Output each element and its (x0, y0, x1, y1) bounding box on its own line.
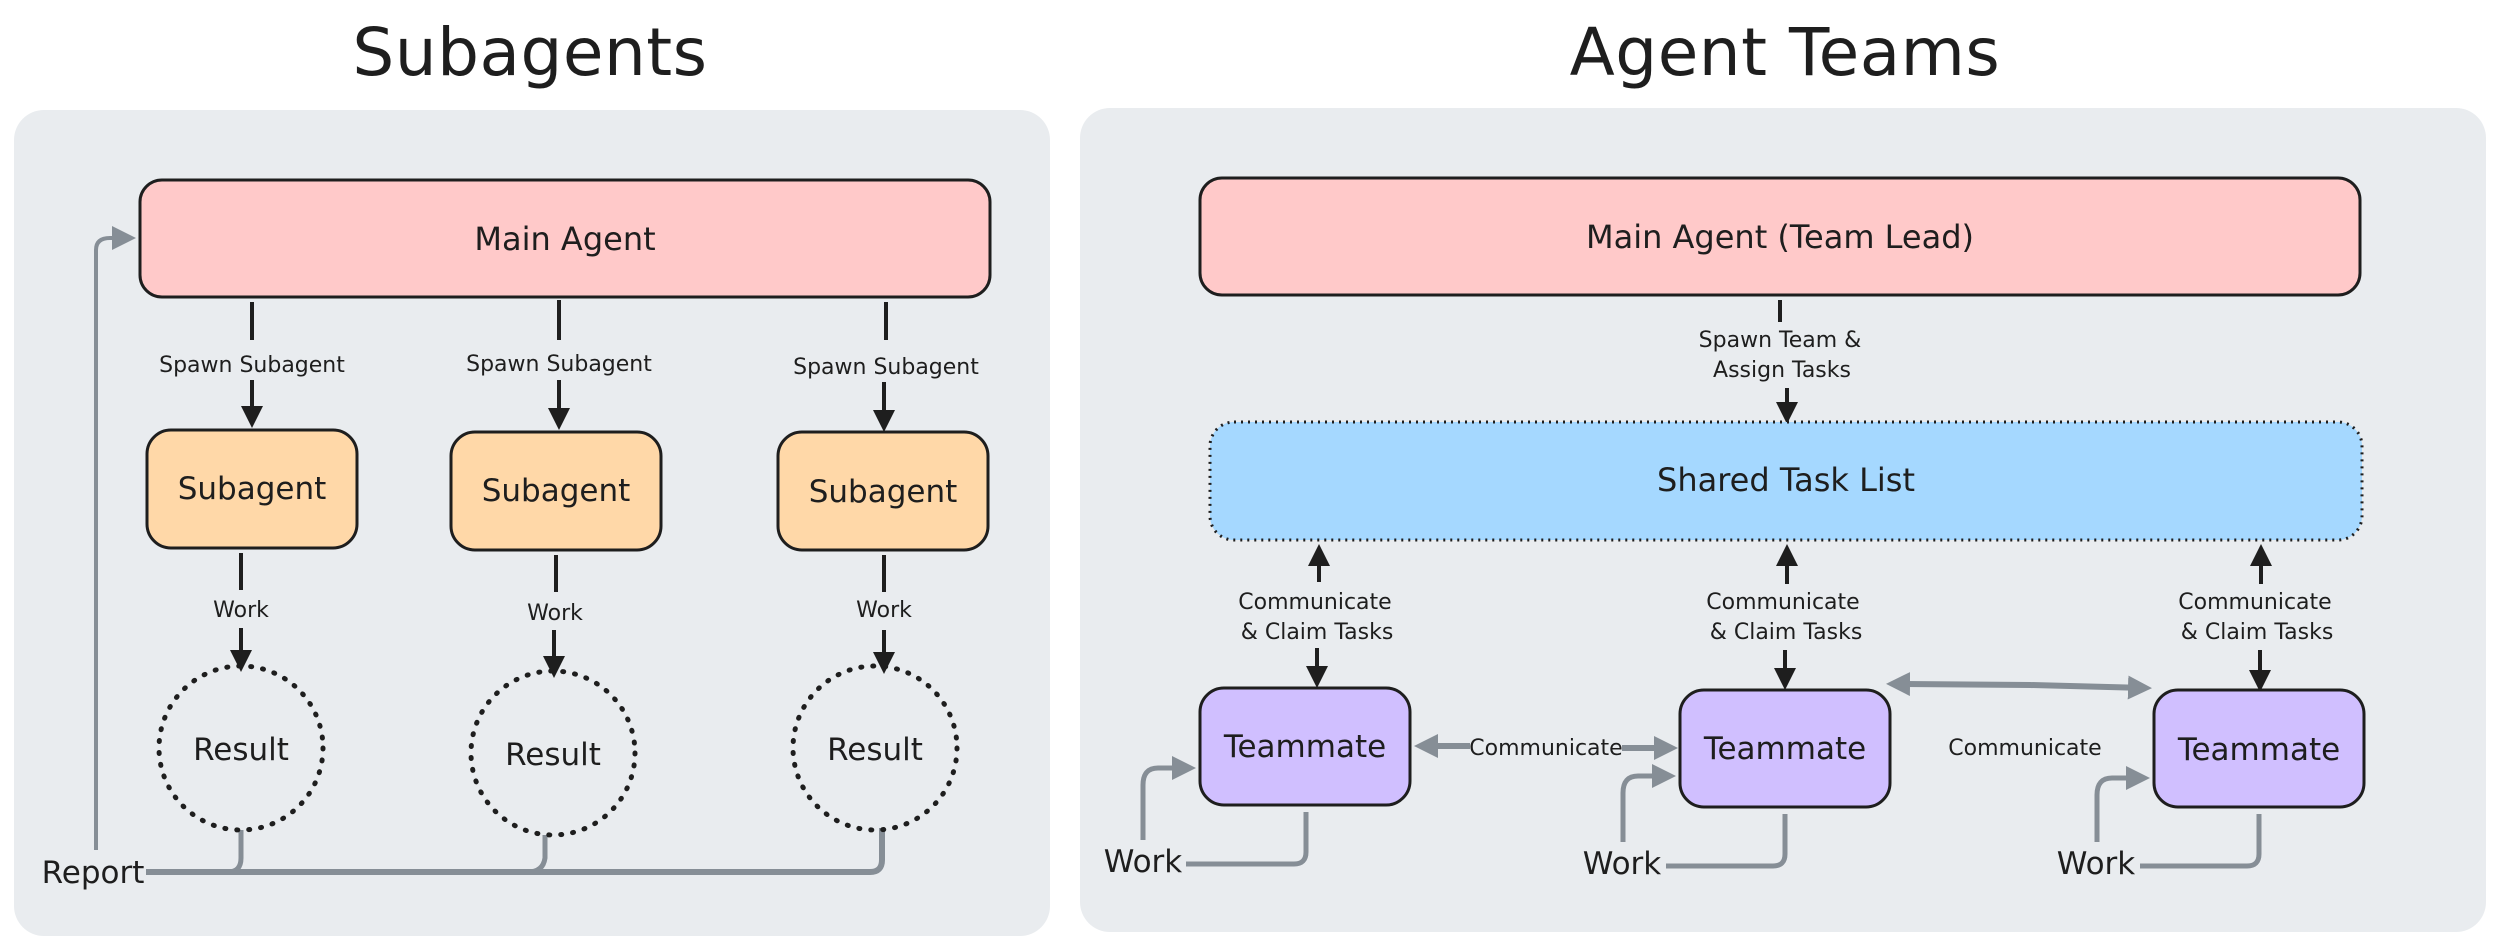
result-circle-3[interactable] (790, 663, 960, 833)
claim-label-3-line2: & Claim Tasks (2181, 620, 2334, 645)
result-1-report-line (227, 830, 244, 875)
spawn-label-3: Spawn Subagent (793, 355, 979, 380)
result-label-2: Result (505, 737, 601, 773)
main-agent-label: Main Agent (474, 220, 655, 258)
team-lead-label: Main Agent (Team Lead) (1586, 218, 1974, 256)
subagents-diagram: Main Agent Spawn Subagent Spawn Subagent… (42, 178, 992, 891)
work-loop-3 (2094, 778, 2262, 869)
work-label-teammate-2: Work (1583, 846, 1662, 882)
spawn-team-label-line1: Spawn Team & (1699, 328, 1862, 353)
peer-arrow-2 (1886, 672, 2152, 700)
result-2-report-line (527, 835, 548, 875)
teammate-label-1: Teammate (1223, 729, 1386, 765)
result-circle-2[interactable] (468, 668, 638, 838)
spawn-label-1: Spawn Subagent (159, 353, 345, 378)
peer-label-1: Communicate (1469, 736, 1622, 761)
work-label-2: Work (527, 601, 583, 626)
agent-teams-diagram: Main Agent (Team Lead) Spawn Team & Assi… (1104, 176, 2366, 882)
teammate-label-2: Teammate (1703, 731, 1866, 767)
teammate-label-3: Teammate (2177, 732, 2340, 768)
claim-label-1-line2: & Claim Tasks (1241, 620, 1394, 645)
subagent-box-3[interactable] (776, 430, 990, 552)
subagent-box-2[interactable] (449, 430, 663, 552)
team-lead-box[interactable] (1198, 176, 2362, 297)
report-collector-line (146, 828, 885, 875)
result-circle-1[interactable] (156, 663, 326, 833)
claim-label-3-line1: Communicate (2178, 590, 2331, 615)
spawn-label-2: Spawn Subagent (466, 352, 652, 377)
subagent-label-1: Subagent (178, 471, 327, 507)
subagent-box-1[interactable] (145, 428, 359, 550)
subagent-label-3: Subagent (809, 474, 958, 510)
teammate-box-2[interactable] (1678, 688, 1892, 809)
work-loop-2 (1620, 776, 1788, 869)
claim-label-1-line1: Communicate (1238, 590, 1391, 615)
work-label-teammate-3: Work (2057, 846, 2136, 882)
report-label: Report (42, 855, 145, 891)
report-return-arrow (94, 226, 136, 850)
shared-task-list-box[interactable] (1208, 420, 2364, 542)
teammate-box-3[interactable] (2152, 688, 2366, 809)
subagents-title: Subagents (352, 14, 708, 91)
result-label-1: Result (193, 732, 289, 768)
work-label-teammate-1: Work (1104, 844, 1183, 880)
claim-label-2-line2: & Claim Tasks (1710, 620, 1863, 645)
agent-teams-title: Agent Teams (1569, 14, 2001, 91)
work-loop-1 (1140, 768, 1309, 867)
main-agent-box[interactable] (138, 178, 992, 299)
spawn-team-label-line2: Assign Tasks (1713, 358, 1851, 383)
subagent-label-2: Subagent (482, 473, 631, 509)
peer-label-2: Communicate (1948, 736, 2101, 761)
work-label-1: Work (213, 598, 269, 623)
result-label-3: Result (827, 732, 923, 768)
shared-task-list-label: Shared Task List (1657, 461, 1915, 499)
claim-label-2-line1: Communicate (1706, 590, 1859, 615)
work-label-3: Work (856, 598, 912, 623)
